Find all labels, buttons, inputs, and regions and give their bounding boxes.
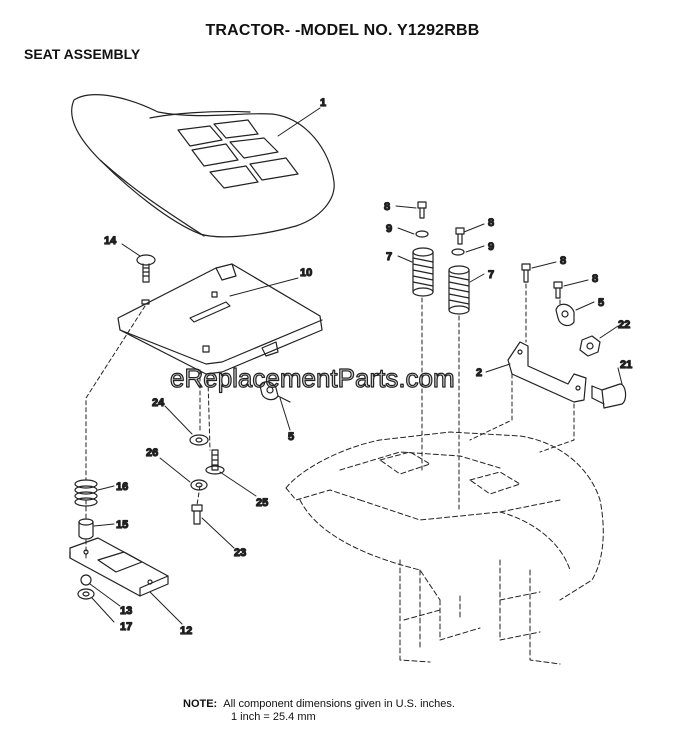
clamp-part-left <box>259 381 291 403</box>
bolt-part-8d <box>553 281 563 299</box>
section-title: SEAT ASSEMBLY <box>24 46 141 62</box>
callout-8-c: 8 <box>560 255 566 267</box>
bolt-part-23 <box>191 504 203 525</box>
nut-part-22 <box>579 335 601 357</box>
note-line-1: All component dimensions given in U.S. i… <box>223 698 455 710</box>
callout-1: 1 <box>320 97 326 109</box>
washer-part-17 <box>77 588 95 600</box>
shoulder-bolt-part <box>205 449 225 475</box>
callout-7-a: 7 <box>386 251 392 263</box>
leader-lines <box>89 107 623 625</box>
callout-21: 21 <box>620 359 632 371</box>
callout-2: 2 <box>476 367 482 379</box>
callout-5-right: 5 <box>598 297 604 309</box>
washer-part-9b <box>451 248 465 256</box>
bolt-part-8c <box>521 263 531 283</box>
washer-hole-26 <box>195 482 203 488</box>
knob-part-21 <box>591 383 627 409</box>
washer-hole-24 <box>195 437 203 443</box>
alignment-lines-right <box>421 283 575 511</box>
watermark: eReplacementParts.com <box>170 363 455 393</box>
callout-8-d: 8 <box>592 273 598 285</box>
bracket-plate-part <box>69 537 169 597</box>
note-line-2: 1 inch = 25.4 mm <box>231 711 316 723</box>
carriage-bolt-part <box>136 254 156 305</box>
callout-23: 23 <box>234 547 246 559</box>
washer-part-9a <box>415 230 429 238</box>
callout-7-b: 7 <box>488 269 494 281</box>
page-title: TRACTOR- -MODEL NO. Y1292RBB <box>205 22 480 39</box>
seat-part <box>71 94 335 238</box>
washer-hole-17 <box>82 591 90 597</box>
nut-part-13 <box>80 574 92 586</box>
bracket-part-2 <box>507 341 587 403</box>
washer-part-24 <box>189 434 209 446</box>
dimension-note: NOTE: All component dimensions given in U… <box>183 698 455 724</box>
callout-9-b: 9 <box>488 241 494 253</box>
tractor-frame <box>285 431 604 665</box>
alignment-lines-left <box>85 305 211 561</box>
bolt-part-8a <box>417 201 427 219</box>
spring-part-7a <box>412 247 434 297</box>
spacer-part <box>78 518 94 540</box>
callout-8-b: 8 <box>488 217 494 229</box>
callout-24: 24 <box>152 397 165 409</box>
callout-15: 15 <box>116 519 128 531</box>
callout-26: 26 <box>146 447 158 459</box>
callout-16: 16 <box>116 481 128 493</box>
clamp-part-right <box>555 303 575 327</box>
callout-22: 22 <box>618 319 630 331</box>
spring-part-16 <box>74 479 98 507</box>
callout-10: 10 <box>300 267 312 279</box>
note-label: NOTE: <box>183 698 218 710</box>
callout-8-a: 8 <box>384 201 390 213</box>
seat-pan-part <box>117 263 323 375</box>
bolt-part-8b <box>455 227 465 245</box>
callout-17: 17 <box>120 621 132 633</box>
callout-5-left: 5 <box>288 431 294 443</box>
callout-12: 12 <box>180 625 192 637</box>
callout-14: 14 <box>104 235 117 247</box>
washer-part-26 <box>190 479 208 491</box>
spring-part-7b <box>448 265 470 315</box>
callout-9-a: 9 <box>386 223 392 235</box>
callout-25: 25 <box>256 497 268 509</box>
callout-13: 13 <box>120 605 132 617</box>
